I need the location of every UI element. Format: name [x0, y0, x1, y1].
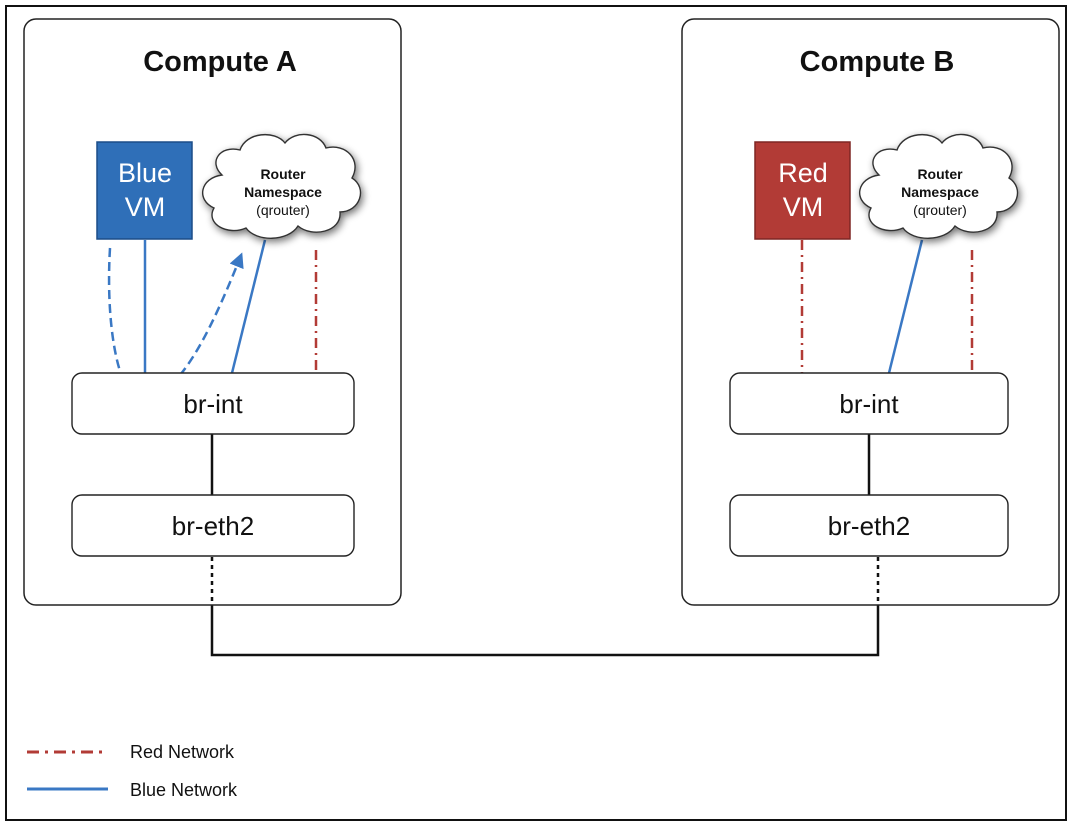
- router-namespace-cloud-a: [201, 133, 362, 239]
- legend-red-label: Red Network: [130, 742, 235, 762]
- router-a-label-line2: Namespace: [244, 184, 322, 200]
- compute-a-box: [23, 18, 402, 606]
- router-b-label-line1: Router: [917, 166, 963, 182]
- router-to-br-int-blue-link: [230, 239, 267, 374]
- br-int-bridge-a: br-int: [71, 372, 355, 435]
- compute-b-box: [681, 18, 1060, 606]
- compute-a-title: Compute A: [143, 46, 297, 78]
- trunk-link: [210, 557, 880, 657]
- router-a-label-line1: Router: [260, 166, 306, 182]
- br-int-b-label: br-int: [839, 389, 899, 419]
- blue-vm-label-line2: VM: [125, 192, 166, 222]
- br-eth2-b-label: br-eth2: [828, 511, 910, 541]
- router-namespace-cloud-b: [858, 133, 1019, 239]
- legend-blue-label: Blue Network: [130, 780, 238, 800]
- compute-a-host: Compute A Blue VM Router Namespace (qrou…: [23, 18, 402, 606]
- router-a-label-line3: (qrouter): [256, 202, 310, 218]
- red-vm-label-line1: Red: [778, 158, 828, 188]
- red-vm-label-line2: VM: [783, 192, 824, 222]
- br-eth2-bridge-b: br-eth2: [729, 494, 1009, 557]
- br-int-a-label: br-int: [183, 389, 243, 419]
- red-vm: Red VM: [754, 141, 851, 240]
- blue-vm-label-line1: Blue: [118, 158, 172, 188]
- br-eth2-bridge-a: br-eth2: [71, 494, 355, 557]
- router-b-label-line2: Namespace: [901, 184, 979, 200]
- blue-vm: Blue VM: [96, 141, 193, 240]
- router-b-to-br-int-blue-link: [887, 239, 924, 374]
- br-eth2-a-label: br-eth2: [172, 511, 254, 541]
- compute-b-host: Compute B Red VM Router Namespace (qrout…: [681, 18, 1060, 606]
- router-b-label-line3: (qrouter): [913, 202, 967, 218]
- compute-b-title: Compute B: [800, 46, 955, 78]
- br-int-bridge-b: br-int: [729, 372, 1009, 435]
- legend: Red Network Blue Network: [27, 742, 238, 800]
